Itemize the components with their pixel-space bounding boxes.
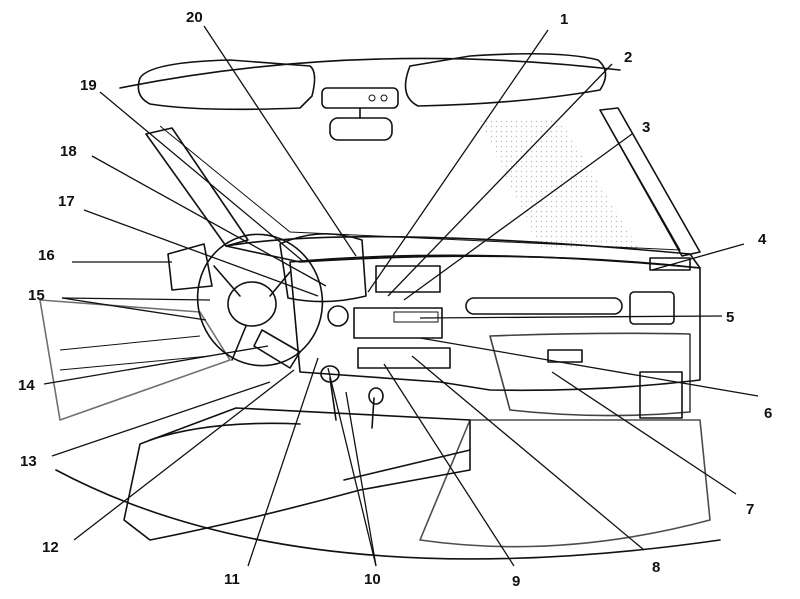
leader-20 bbox=[203, 25, 357, 257]
callout-7: 7 bbox=[746, 501, 754, 518]
climate-panel bbox=[357, 347, 451, 369]
leader-5 bbox=[419, 315, 723, 319]
leader-9 bbox=[383, 363, 515, 567]
callout-10: 10 bbox=[364, 571, 381, 588]
leader-2 bbox=[387, 63, 613, 297]
dome-light bbox=[321, 87, 399, 109]
callout-11: 11 bbox=[224, 571, 240, 588]
glovebox bbox=[489, 332, 691, 417]
callout-19: 19 bbox=[80, 77, 97, 94]
leader-13 bbox=[51, 381, 271, 457]
windshield bbox=[159, 109, 681, 251]
callout-14: 14 bbox=[18, 377, 35, 394]
callout-4: 4 bbox=[758, 231, 767, 248]
floor-mat bbox=[419, 419, 711, 548]
callout-2: 2 bbox=[624, 49, 632, 66]
a-pillar-left bbox=[145, 127, 249, 247]
callout-15: 15 bbox=[28, 287, 45, 304]
floor-outline bbox=[55, 469, 721, 560]
right-speaker-grille bbox=[649, 257, 691, 271]
callout-16: 16 bbox=[38, 247, 55, 264]
leader-6 bbox=[419, 337, 759, 397]
callout-1: 1 bbox=[560, 11, 568, 28]
steering-column bbox=[253, 329, 301, 369]
callout-13: 13 bbox=[20, 453, 37, 470]
leader-4 bbox=[651, 243, 745, 271]
side-mirror bbox=[167, 243, 213, 291]
center-console bbox=[123, 407, 471, 541]
leader-7 bbox=[551, 371, 737, 495]
leader-15-b bbox=[61, 297, 211, 301]
leader-11 bbox=[247, 357, 319, 567]
callout-12: 12 bbox=[42, 539, 59, 556]
side-storage-pocket bbox=[639, 371, 683, 419]
callout-6: 6 bbox=[764, 405, 772, 422]
leader-10-a bbox=[327, 367, 377, 567]
door-panel bbox=[39, 299, 231, 421]
leader-10-b bbox=[345, 391, 377, 567]
a-pillar-right bbox=[599, 107, 701, 257]
leader-1 bbox=[367, 29, 549, 293]
hazard-switch bbox=[327, 305, 349, 327]
callout-17: 17 bbox=[58, 193, 75, 210]
radio-panel bbox=[353, 307, 443, 339]
headliner bbox=[119, 57, 621, 89]
leader-19 bbox=[99, 91, 305, 263]
leader-18 bbox=[91, 155, 327, 287]
callout-3: 3 bbox=[642, 119, 650, 136]
leader-15-a bbox=[61, 297, 207, 321]
dashboard-body bbox=[289, 254, 701, 392]
right-side-vent bbox=[629, 291, 675, 325]
center-vents bbox=[375, 265, 441, 293]
leader-lines bbox=[43, 25, 759, 567]
sun-visor-right bbox=[404, 52, 607, 107]
transfer-lever bbox=[368, 387, 384, 429]
callout-8: 8 bbox=[652, 559, 660, 576]
leader-12 bbox=[73, 369, 295, 541]
callout-18: 18 bbox=[60, 143, 77, 160]
leader-17 bbox=[83, 209, 319, 297]
leader-14 bbox=[43, 345, 269, 385]
callout-5: 5 bbox=[726, 309, 734, 326]
callout-20: 20 bbox=[186, 9, 203, 26]
instrument-cluster bbox=[279, 233, 367, 303]
rear-view-mirror bbox=[329, 107, 393, 141]
callout-labels: 1 2 3 4 5 6 7 8 9 10 11 12 13 14 15 16 1… bbox=[18, 9, 772, 590]
leader-8 bbox=[411, 355, 645, 551]
leader-3 bbox=[403, 133, 633, 301]
callout-9: 9 bbox=[512, 573, 520, 590]
sun-visor-left bbox=[137, 59, 316, 111]
glovebox-shelf bbox=[465, 297, 623, 315]
